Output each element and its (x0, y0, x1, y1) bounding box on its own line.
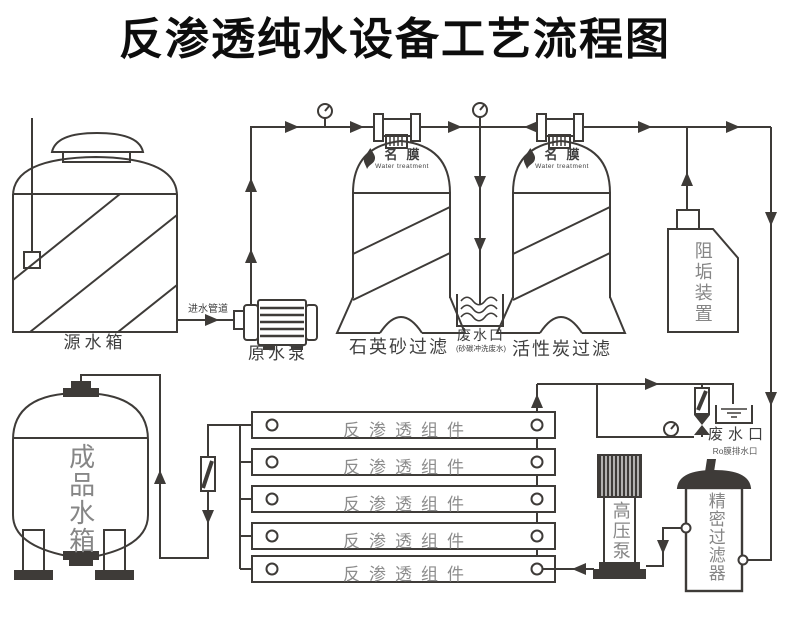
arrow-down-icon (765, 392, 777, 406)
backwash-drain-note: (砂碳冲洗废水) (456, 344, 506, 353)
antiscalant-label: 阻垢装置 (692, 241, 713, 325)
page-title: 反渗透纯水设备工艺流程图 (119, 15, 671, 64)
ro-module-label: 反渗透组件 (343, 421, 473, 440)
arrow-down-icon (474, 238, 486, 252)
concentrate-return-pipe (747, 127, 772, 561)
antiscalant-bottle (667, 127, 739, 333)
precision-filter-label: 精密过滤器 (705, 492, 725, 582)
sand-filter-tank (335, 139, 467, 334)
arrow-up-icon (681, 172, 693, 186)
ro-drain-note: Ro膜排水口 (712, 446, 758, 456)
high-pressure-pump (593, 454, 646, 579)
check-valve (201, 460, 214, 489)
arrow-right-icon (726, 121, 740, 133)
arrow-down-icon (474, 176, 486, 190)
brand-name: 名膜 (544, 147, 589, 162)
high-pressure-pump-label: 高压泵 (610, 501, 631, 561)
pressure-gauge (317, 103, 333, 127)
arrow-right-icon (638, 121, 652, 133)
concentrate-loop (537, 378, 753, 438)
raw-water-pump-label: 原水泵 (248, 344, 308, 363)
valve-icon (694, 425, 710, 435)
carbon-filter-label: 活性炭过滤 (512, 339, 612, 359)
raw-water-pump (233, 299, 318, 350)
arrow-up-icon (245, 249, 257, 263)
ro-module-label: 反渗透组件 (343, 495, 473, 514)
arrow-left-icon (572, 563, 586, 575)
ro-drain-label: 废水口 (707, 426, 768, 443)
permeate-piping (80, 374, 267, 559)
carbon-filter-tank (495, 139, 627, 334)
product-tank-label: 成品水箱 (65, 443, 96, 555)
arrow-up-icon (154, 470, 166, 484)
backwash-drain-basin (456, 294, 504, 327)
float-switch (23, 251, 41, 269)
precision-filter (646, 459, 752, 593)
brand-name: 名膜 (384, 147, 429, 162)
arrow-right-icon (645, 378, 659, 390)
ro-module-label: 反渗透组件 (343, 458, 473, 477)
brand-subtitle: Water treatment (535, 163, 589, 170)
brand-subtitle: Water treatment (375, 163, 429, 170)
arrow-right-icon (285, 121, 299, 133)
ro-module-label: 反渗透组件 (343, 532, 473, 551)
flame-icon (363, 148, 376, 169)
inlet-pipe-label: 进水管道 (188, 304, 228, 315)
feed-pipe (250, 126, 374, 305)
carbon-filter-brand: 名膜 Water treatment (521, 147, 603, 170)
sand-filter-brand: 名膜 Water treatment (361, 147, 443, 170)
arrow-right-icon (350, 121, 364, 133)
arrow-right-icon (448, 121, 462, 133)
pressure-gauge (472, 102, 488, 127)
ro-module-label: 反渗透组件 (343, 565, 473, 584)
valve-icon (694, 415, 710, 425)
ro-module-rack (239, 384, 556, 583)
product-tank (12, 381, 149, 580)
source-tank-label: 源水箱 (63, 333, 127, 352)
arrow-right-icon (205, 314, 219, 326)
arrow-down-icon (657, 540, 669, 554)
flame-icon (523, 148, 536, 169)
source-tank (12, 118, 178, 333)
arrow-down-icon (765, 212, 777, 226)
arrow-up-icon (245, 178, 257, 192)
arrow-up-icon (531, 394, 543, 408)
ro-drain-basin (715, 405, 753, 424)
arrow-left-icon (524, 121, 538, 133)
backwash-drain-label: 废水口 (457, 327, 505, 343)
sand-filter-label: 石英砂过滤 (349, 337, 449, 357)
arrow-down-icon (202, 510, 214, 524)
